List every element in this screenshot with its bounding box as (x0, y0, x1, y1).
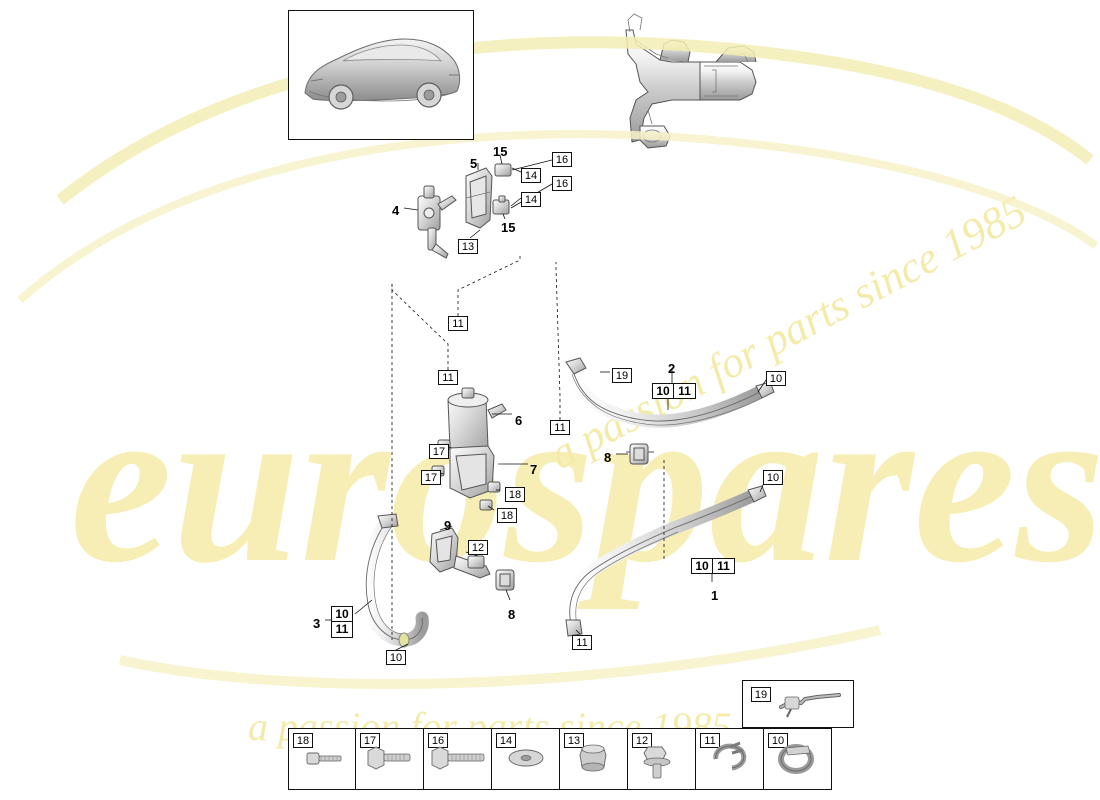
part-2-hose (565, 357, 775, 428)
callout-label-8: 8 (604, 450, 612, 465)
callout-box-10: 10 (331, 606, 353, 622)
part-3-hose (359, 513, 429, 648)
legend-num-14: 14 (496, 733, 516, 748)
callout-box-16: 16 (552, 152, 572, 167)
vehicle-silhouette (304, 38, 461, 110)
callout-label-8: 8 (508, 607, 516, 622)
legend-item-12: 12 (628, 728, 696, 790)
callout-box-17: 17 (429, 444, 449, 459)
part-9-bracket (429, 527, 491, 579)
callout-box-10: 10 (691, 558, 713, 574)
part-12-bolt (467, 555, 485, 569)
callout-label-3: 3 (313, 616, 321, 631)
part-4-valve (417, 185, 457, 259)
legend-num-10: 10 (768, 733, 788, 748)
legend-item-19: 19 (742, 680, 854, 728)
callout-box-10: 10 (386, 650, 406, 665)
part-6-pump (447, 387, 507, 457)
watermark-art (17, 36, 1099, 689)
callout-box-12: 12 (468, 540, 488, 555)
callout-box-14: 14 (521, 168, 541, 183)
callout-box-10: 10 (652, 383, 674, 399)
callout-box-16: 16 (552, 176, 572, 191)
sensor-connector-icon (779, 693, 841, 718)
callout-label-15: 15 (493, 144, 508, 159)
legend-num-16: 16 (428, 733, 448, 748)
legend-item-14: 14 (492, 728, 560, 790)
vehicle-thumbnail-box (288, 10, 474, 140)
part-8-lower-clamp (495, 569, 515, 591)
callout-box-10: 10 (763, 470, 783, 485)
upper-pipe-assembly (625, 29, 757, 149)
callout-label-15: 15 (501, 220, 516, 235)
callout-box-11: 11 (331, 622, 353, 638)
callout-label-4: 4 (392, 203, 400, 218)
part-5-bracket (465, 167, 493, 229)
callout-label-2: 2 (668, 361, 676, 376)
callout-label-7: 7 (530, 462, 538, 477)
legend-strip: 18 17 16 14 13 12 11 10 (288, 728, 832, 790)
callout-box-11: 11 (448, 316, 468, 331)
callout-label-9: 9 (444, 518, 452, 533)
callout-box-11: 11 (713, 558, 735, 574)
callout-label-5: 5 (470, 156, 478, 171)
callout-label-6: 6 (515, 413, 523, 428)
legend-num-11: 11 (700, 733, 720, 748)
callout-box-17: 17 (421, 470, 441, 485)
callout-box-18: 18 (497, 508, 517, 523)
legend-item-11: 11 (696, 728, 764, 790)
callout-box-11: 11 (674, 383, 696, 399)
callout-box-19: 19 (612, 368, 632, 383)
callout-box-10: 10 (766, 371, 786, 386)
callout-label-1: 1 (711, 588, 719, 603)
legend-item-17: 17 (356, 728, 424, 790)
callout-box-14: 14 (521, 192, 541, 207)
legend-item-10: 10 (764, 728, 832, 790)
part-7-pump-bracket (431, 439, 501, 511)
legend-item-13: 13 (560, 728, 628, 790)
callout-box-11: 11 (572, 635, 592, 650)
part-1-hose (563, 485, 767, 637)
legend-num-17: 17 (360, 733, 380, 748)
part-8-upper-clamp (626, 443, 654, 465)
part-15-bushings (492, 163, 512, 215)
legend-num-13: 13 (564, 733, 584, 748)
legend-num-12: 12 (632, 733, 652, 748)
legend-item-18: 18 (288, 728, 356, 790)
callout-box-18: 18 (505, 487, 525, 502)
legend-num-19: 19 (751, 687, 771, 702)
callout-box-11: 11 (438, 370, 458, 385)
callout-box-11: 11 (550, 420, 570, 435)
legend-num-18: 18 (293, 733, 313, 748)
callout-box-13: 13 (458, 239, 478, 254)
legend-item-16: 16 (424, 728, 492, 790)
